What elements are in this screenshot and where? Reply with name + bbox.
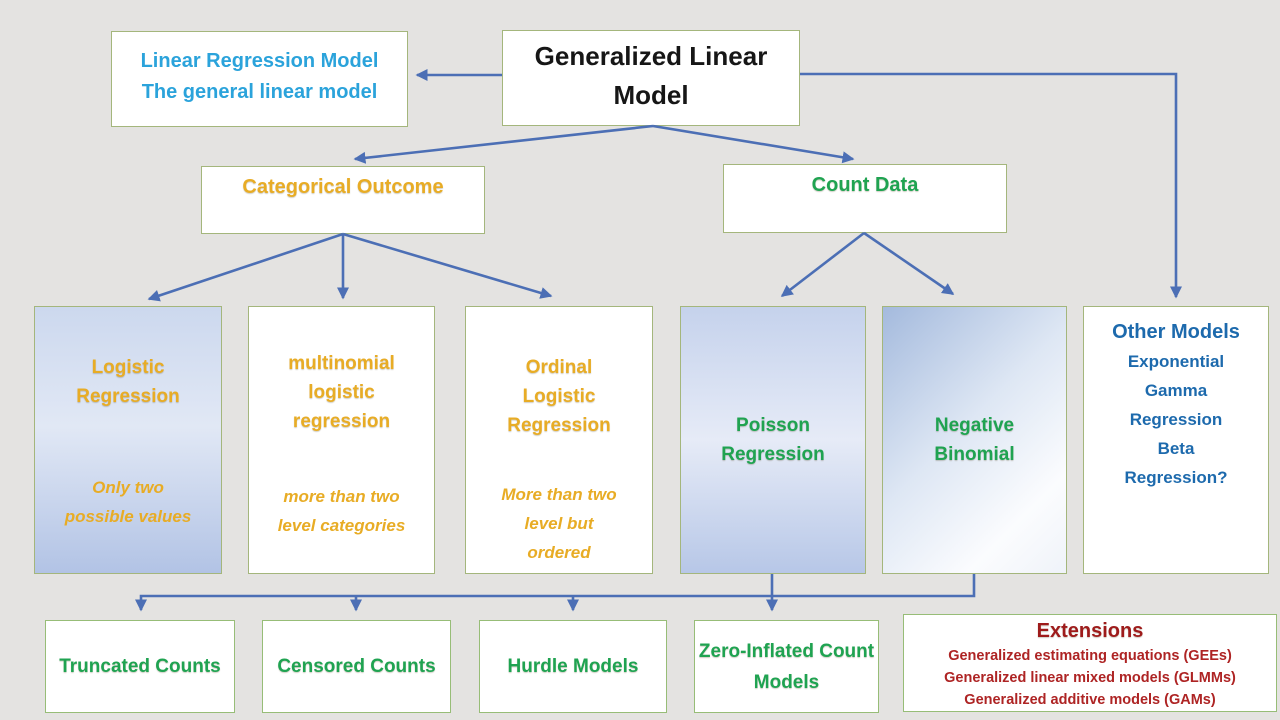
other-models-item-beta: Beta [1157,439,1195,458]
node-other-models: Other Models Exponential Gamma Regressio… [1083,306,1269,574]
other-models-item-gamma: Gamma [1144,381,1208,400]
edge-negbin-to-bottom-row [135,574,976,612]
other-models-item-exponential: Exponential [1127,352,1225,371]
extensions-item-gees: Generalized estimating equations (GEEs) [948,648,1232,664]
multinomial-title: multinomial logistic regression [288,353,395,432]
lrm-title-line1: Linear Regression Model [140,50,379,72]
count-data-title: Count Data [811,174,919,196]
edge-categorical-to-logistic [147,232,344,302]
poisson-title: Poisson Regression [721,415,825,465]
node-ordinal-logistic-regression: Ordinal Logistic Regression More than tw… [465,306,653,574]
lrm-title-line2: The general linear model [141,81,378,103]
node-zero-inflated-count-models: Zero-Inflated Count Models [694,620,879,713]
logistic-regression-subtitle: Only two possible values [64,478,192,526]
negative-binomial-title: Negative Binomial [934,415,1015,465]
node-negative-binomial: Negative Binomial [882,306,1067,574]
node-truncated-counts: Truncated Counts [45,620,235,713]
node-poisson-regression: Poisson Regression [680,306,866,574]
truncated-counts-title: Truncated Counts [59,656,221,677]
node-censored-counts: Censored Counts [262,620,451,713]
logistic-regression-title: Logistic Regression [76,357,180,407]
edge-glm-to-count [652,124,855,164]
extensions-title: Extensions [1036,620,1144,642]
other-models-item-regression: Regression [1129,410,1223,429]
node-multinomial-logistic-regression: multinomial logistic regression more tha… [248,306,435,574]
node-logistic-regression: Logistic Regression Only two possible va… [34,306,222,574]
censored-counts-title: Censored Counts [277,656,436,677]
node-categorical-outcome: Categorical Outcome [201,166,485,234]
zero-inflated-title: Zero-Inflated Count Models [698,640,875,693]
other-models-item-regression-q: Regression? [1124,468,1228,487]
edge-glm-to-categorical [353,124,654,164]
edge-categorical-to-ordinal [342,232,553,299]
edge-count-to-poisson [780,231,865,298]
extensions-item-gams: Generalized additive models (GAMs) [964,692,1216,708]
glm-title: Generalized Linear Model [534,41,768,110]
node-extensions: Extensions Generalized estimating equati… [903,614,1277,712]
ordinal-title: Ordinal Logistic Regression [507,357,611,436]
extensions-item-glmms: Generalized linear mixed models (GLMMs) [944,670,1236,686]
multinomial-subtitle: more than two level categories [277,487,406,535]
node-hurdle-models: Hurdle Models [479,620,667,713]
categorical-outcome-title: Categorical Outcome [242,176,444,198]
hurdle-models-title: Hurdle Models [507,656,639,677]
node-count-data: Count Data [723,164,1007,233]
node-linear-regression-model: Linear Regression Model The general line… [111,31,408,127]
ordinal-subtitle: More than two level but ordered [501,485,617,562]
node-generalized-linear-model: Generalized Linear Model [502,30,800,126]
other-models-title: Other Models [1112,321,1240,343]
edge-count-to-negbin [863,231,955,296]
